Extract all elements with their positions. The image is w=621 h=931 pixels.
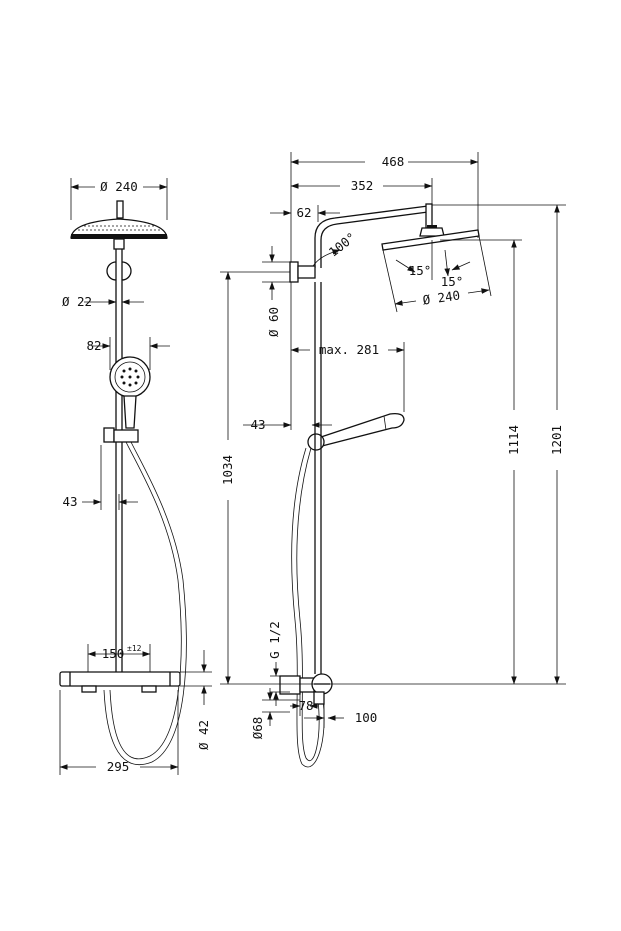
side-dim-holder-offset: 43 [250,417,265,432]
front-view: Ø 240 Ø 22 82 [59,178,212,775]
side-dim-tilt-left: 15° [409,263,432,278]
side-dim-escutcheon: Ø68 [250,717,265,740]
front-dim-thermostat-height: Ø 42 [196,720,211,750]
side-shower-arm [314,203,433,268]
front-dim-total-width: 295 [107,759,130,774]
side-dim-arm-total: 468 [382,154,405,169]
front-dim-centers-tolerance: ±12 [127,644,142,653]
front-dim-handshower-width: 82 [86,338,101,353]
side-dim-angle-arm: 100° [326,229,359,259]
front-dim-head-diameter: Ø 240 [100,179,138,194]
front-thermostat [59,671,181,693]
side-dim-max-handshower: max. 281 [319,342,379,357]
front-overhead-shower [70,200,168,250]
front-riser-pipe [106,249,132,672]
front-hand-shower [103,356,151,443]
side-overhead-shower [381,225,480,251]
front-dim-holder-offset: 43 [62,494,77,509]
side-dim-arm-reach: 352 [351,178,374,193]
front-dim-pipe-diameter: Ø 22 [62,294,92,309]
side-dim-wall-offset: 62 [296,205,311,220]
front-shower-hose [109,441,182,760]
side-dim-head-diameter: Ø 240 [422,287,461,307]
side-dim-body-depth: 78 [298,698,313,713]
side-wall-bracket [289,261,316,283]
side-dim-tilt-right: 15° [441,274,464,289]
side-dim-height-bracket: 1034 [220,455,235,485]
side-view: 468 352 62 100° 15° 15° [220,152,566,768]
side-hand-shower [307,412,405,451]
side-dim-height-head: 1114 [506,425,521,455]
side-dim-height-total: 1201 [549,425,564,455]
front-dim-centers: 150 [102,646,125,661]
side-dim-bracket-diameter: Ø 60 [266,307,281,337]
side-dim-thread: G 1/2 [267,621,282,659]
side-dim-outlet-depth: 100 [355,710,378,725]
side-riser-pipe [314,282,322,674]
